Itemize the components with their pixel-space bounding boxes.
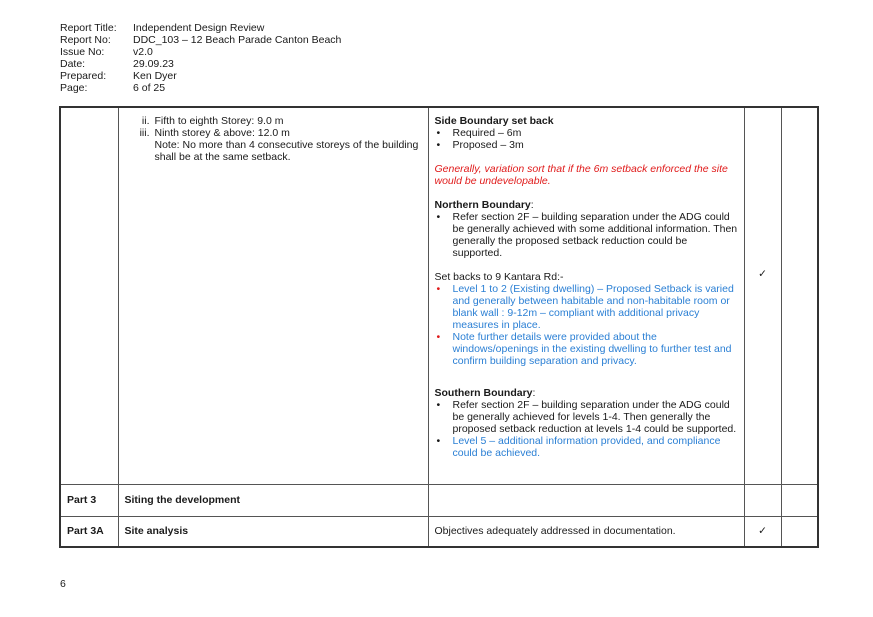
kantara-block: Set backs to 9 Kantara Rd:- • Level 1 to…	[435, 271, 738, 367]
criteria-text: Ninth storey & above: 12.0 m	[154, 127, 290, 139]
bullet-icon: •	[436, 211, 441, 223]
list-item: • Level 1 to 2 (Existing dwelling) – Pro…	[435, 283, 738, 331]
header-label: Prepared:	[60, 70, 107, 82]
northern-boundary-heading: Northern Boundary	[434, 199, 531, 211]
response-cell	[427, 483, 745, 517]
tick-cell	[743, 483, 782, 517]
list-item: • Required – 6m	[435, 127, 738, 139]
part-number: Part 3A	[59, 515, 119, 548]
northern-boundary-title: Northern Boundary:	[435, 199, 738, 211]
header-label: Report No:	[60, 34, 111, 46]
part-cell	[59, 106, 119, 485]
side-boundary-heading: Side Boundary set back	[434, 115, 554, 127]
report-header: Report Title: Independent Design Review …	[60, 22, 341, 94]
criteria-item: ii. Fifth to eighth Storey: 9.0 m	[125, 115, 422, 127]
header-label: Report Title:	[60, 22, 117, 34]
bullet-icon: •	[436, 139, 441, 151]
southern-boundary-heading: Southern Boundary	[434, 387, 533, 399]
criteria-number: ii.	[141, 115, 150, 127]
bullet-icon: •	[436, 127, 441, 139]
criteria-text: Fifth to eighth Storey: 9.0 m	[154, 115, 284, 127]
table-row: Part 3A Site analysis Objectives adequat…	[59, 515, 819, 548]
criteria-cell: ii. Fifth to eighth Storey: 9.0 m iii. N…	[117, 106, 429, 485]
variation-note: Generally, variation sort that if the 6m…	[434, 163, 728, 187]
list-item: • Proposed – 3m	[435, 139, 738, 151]
header-value: Independent Design Review	[133, 22, 265, 34]
bullet-text: Refer section 2F – building separation u…	[452, 211, 738, 259]
response-cell: Side Boundary set back • Required – 6m •…	[427, 106, 745, 485]
bullet-icon: •	[436, 435, 441, 447]
header-value: DDC_103 – 12 Beach Parade Canton Beach	[133, 34, 342, 46]
bullet-icon: •	[436, 331, 441, 343]
kantara-heading: Set backs to 9 Kantara Rd:-	[434, 271, 564, 283]
empty-cell	[780, 483, 819, 517]
bullet-text: Level 5 – additional information provide…	[452, 435, 721, 459]
heading-colon: :	[532, 387, 536, 399]
header-row-issue-no: Issue No: v2.0	[60, 46, 341, 58]
part-title: Site analysis	[117, 515, 429, 548]
part-number: Part 3	[59, 483, 119, 517]
list-item: • Refer section 2F – building separation…	[435, 211, 738, 259]
header-label: Page:	[60, 82, 88, 94]
header-value: v2.0	[133, 46, 153, 58]
check-icon: ✓	[743, 515, 782, 548]
header-label: Issue No:	[60, 46, 105, 58]
list-item: • Refer section 2F – building separation…	[435, 399, 738, 435]
header-value: 29.09.23	[133, 58, 174, 70]
criteria-item: iii. Ninth storey & above: 12.0 m	[125, 127, 422, 139]
bullet-icon: •	[436, 283, 441, 295]
bullet-text: Level 1 to 2 (Existing dwelling) – Propo…	[452, 283, 734, 331]
criteria-number: iii.	[139, 127, 150, 139]
header-row-report-no: Report No: DDC_103 – 12 Beach Parade Can…	[60, 34, 341, 46]
header-value: 6 of 25	[133, 82, 166, 94]
table-row: ii. Fifth to eighth Storey: 9.0 m iii. N…	[59, 106, 819, 485]
review-table: ii. Fifth to eighth Storey: 9.0 m iii. N…	[59, 106, 819, 548]
list-item: • Level 5 – additional information provi…	[435, 435, 738, 459]
header-row-page: Page: 6 of 25	[60, 82, 341, 94]
spacer	[435, 367, 738, 387]
southern-boundary-block: Southern Boundary: • Refer section 2F – …	[435, 387, 738, 459]
southern-boundary-title: Southern Boundary:	[435, 387, 738, 399]
tick-cell: ✓	[743, 106, 782, 485]
header-row-date: Date: 29.09.23	[60, 58, 341, 70]
part-title: Siting the development	[117, 483, 429, 517]
bullet-icon: •	[436, 399, 441, 411]
side-boundary-block: Side Boundary set back • Required – 6m •…	[435, 115, 738, 151]
heading-colon: :	[530, 199, 534, 211]
bullet-text: Refer section 2F – building separation u…	[452, 399, 737, 435]
table-row: Part 3 Siting the development	[59, 483, 819, 517]
criteria-note: Note: No more than 4 consecutive storeys…	[154, 139, 419, 151]
bullet-text: Proposed – 3m	[452, 139, 524, 151]
bullet-text: Note further details were provided about…	[452, 331, 732, 367]
header-label: Date:	[60, 58, 86, 70]
empty-cell	[780, 515, 819, 548]
header-row-title: Report Title: Independent Design Review	[60, 22, 341, 34]
bullet-text: Required – 6m	[452, 127, 522, 139]
northern-boundary-block: Northern Boundary: • Refer section 2F – …	[435, 199, 738, 259]
response-text: Objectives adequately addressed in docum…	[427, 515, 745, 548]
check-icon: ✓	[758, 268, 767, 280]
header-row-prepared: Prepared: Ken Dyer	[60, 70, 341, 82]
page-number: 6	[60, 578, 66, 590]
list-item: • Note further details were provided abo…	[435, 331, 738, 367]
criteria-note: shall be at the same setback.	[154, 151, 291, 163]
header-value: Ken Dyer	[133, 70, 177, 82]
empty-cell	[780, 106, 819, 485]
